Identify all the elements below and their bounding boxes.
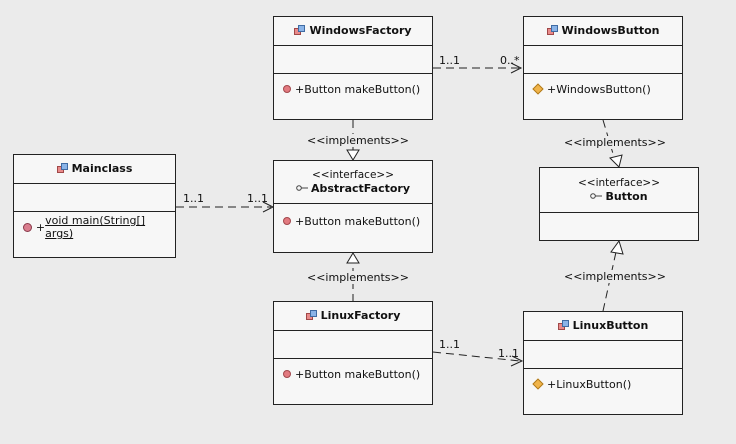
public-operation-icon: [283, 217, 291, 225]
implements-label: <<implements>>: [563, 270, 667, 283]
linuxbutton-class[interactable]: LinuxButton +LinuxButton(): [523, 311, 683, 415]
class-icon: [294, 25, 306, 35]
class-name: Mainclass: [71, 162, 133, 175]
operation-text: +Button makeButton(): [295, 214, 421, 228]
class-header: WindowsFactory: [274, 17, 432, 46]
realization-triangle: [610, 239, 624, 255]
class-header: <<interface>> AbstractFactory: [274, 161, 432, 204]
class-name: LinuxButton: [572, 319, 649, 332]
class-header: Mainclass: [14, 155, 175, 184]
multiplicity-source: 1..1: [183, 192, 204, 205]
interface-icon: [296, 185, 308, 191]
class-operations: +WindowsButton(): [524, 74, 682, 97]
class-header: LinuxButton: [524, 312, 682, 341]
class-operations: +void main(String[] args): [14, 212, 175, 240]
mainclass-class[interactable]: Mainclass +void main(String[] args): [13, 154, 176, 258]
stereotype-label: <<interface>>: [577, 177, 661, 189]
class-icon: [546, 25, 558, 35]
operation-text: +LinuxButton(): [547, 377, 632, 391]
operation-row[interactable]: +Button makeButton(): [283, 213, 432, 229]
windowsfactory-class[interactable]: WindowsFactory +Button makeButton(): [273, 16, 433, 120]
abstractfactory-interface[interactable]: <<interface>> AbstractFactory +Button ma…: [273, 160, 433, 253]
class-operations: +Button makeButton(): [274, 74, 432, 97]
public-operation-icon: [283, 85, 291, 93]
class-header: <<interface>> Button: [540, 168, 698, 213]
class-name: Button: [605, 190, 648, 203]
linuxfactory-class[interactable]: LinuxFactory +Button makeButton(): [273, 301, 433, 405]
class-name: AbstractFactory: [310, 182, 411, 195]
operation-row[interactable]: +Button makeButton(): [283, 81, 432, 97]
multiplicity-target: 0..*: [500, 54, 520, 67]
class-icon: [56, 163, 68, 173]
multiplicity-target: 1..1: [247, 192, 268, 205]
class-header: LinuxFactory: [274, 302, 432, 331]
class-operations: +LinuxButton(): [524, 369, 682, 392]
implements-label: <<implements>>: [306, 134, 410, 147]
class-icon: [557, 320, 569, 330]
class-attributes: [274, 331, 432, 359]
operation-text: +Button makeButton(): [295, 367, 421, 381]
multiplicity-target: 1..1: [498, 347, 519, 360]
class-attributes: [524, 46, 682, 74]
button-interface[interactable]: <<interface>> Button: [539, 167, 699, 241]
operation-text: void main(String[] args): [45, 214, 146, 240]
class-title: LinuxButton: [524, 319, 682, 333]
class-attributes: [524, 341, 682, 369]
association-linuxfactory-linuxbutton: [432, 351, 521, 362]
class-title: Button: [540, 190, 698, 204]
multiplicity-source: 1..1: [439, 338, 460, 351]
operation-row[interactable]: +WindowsButton(): [532, 81, 682, 97]
class-attributes: [14, 184, 175, 212]
class-operations: +Button makeButton(): [274, 359, 432, 382]
implements-label: <<implements>>: [306, 271, 410, 284]
association-arrowhead: [510, 355, 524, 367]
class-title: Mainclass: [14, 162, 175, 176]
class-title: AbstractFactory: [274, 182, 432, 196]
operation-row[interactable]: +void main(String[] args): [23, 214, 175, 240]
class-operations: +Button makeButton(): [274, 204, 432, 229]
static-operation-icon: [23, 222, 32, 232]
association-arrowhead: [510, 62, 523, 74]
operation-row[interactable]: +Button makeButton(): [283, 366, 432, 382]
windowsbutton-class[interactable]: WindowsButton +WindowsButton(): [523, 16, 683, 120]
stereotype-label: <<interface>>: [311, 169, 395, 181]
class-attributes: [274, 46, 432, 74]
public-operation-icon: [283, 370, 291, 378]
class-icon: [305, 310, 317, 320]
implements-label: <<implements>>: [563, 136, 667, 149]
class-title: WindowsButton: [524, 24, 682, 38]
operation-visibility: +: [35, 220, 46, 234]
constructor-icon: [532, 378, 544, 390]
realization-triangle: [346, 149, 360, 161]
realization-triangle: [609, 154, 623, 168]
operation-text: +WindowsButton(): [547, 82, 651, 96]
operation-text: +Button makeButton(): [295, 82, 421, 96]
class-name: LinuxFactory: [320, 309, 401, 322]
class-title: WindowsFactory: [274, 24, 432, 38]
multiplicity-source: 1..1: [439, 54, 460, 67]
realization-triangle: [346, 252, 360, 264]
class-title: LinuxFactory: [274, 309, 432, 323]
interface-icon: [590, 193, 603, 199]
class-name: WindowsFactory: [309, 24, 412, 37]
class-name: WindowsButton: [561, 24, 660, 37]
class-header: WindowsButton: [524, 17, 682, 46]
constructor-icon: [532, 83, 544, 95]
operation-row[interactable]: +LinuxButton(): [532, 376, 682, 392]
